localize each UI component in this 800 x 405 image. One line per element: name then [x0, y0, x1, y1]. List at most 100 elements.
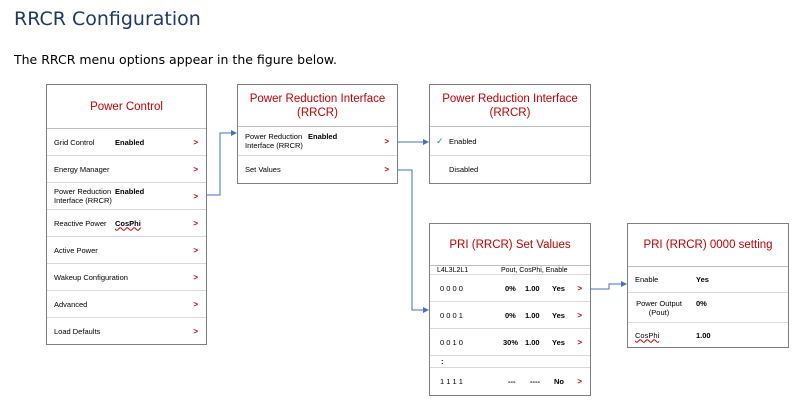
menu-item-power-reduction-interface[interactable]: Power Reduction Interface (RRCR) Enabled… — [47, 183, 206, 210]
bits-value: 1 1 1 1 — [440, 376, 463, 386]
enable-value: No — [554, 376, 564, 386]
menu-item-label: Set Values — [245, 165, 281, 174]
enable-value: Yes — [552, 310, 565, 320]
menu-item-set-values[interactable]: Set Values > — [238, 156, 397, 183]
set-value-row-0010[interactable]: 0 0 1 0 30% 1.00 Yes > — [430, 329, 590, 356]
set-values-header: L4L3L2L1 Pout, CosPhi, Enable — [430, 266, 590, 275]
pout-value: 0% — [505, 283, 516, 293]
menu-item-label: Active Power — [54, 245, 98, 255]
chevron-right-icon[interactable]: > — [384, 136, 389, 146]
chevron-right-icon[interactable]: > — [193, 326, 198, 336]
chevron-right-icon[interactable]: > — [384, 165, 389, 174]
power-control-panel: Power Control Grid Control Enabled > Ene… — [46, 84, 207, 345]
page-title: RRCR Configuration — [14, 8, 201, 30]
power-control-title-text: Power Control — [90, 100, 163, 113]
set-value-row-0001[interactable]: 0 0 0 1 0% 1.00 Yes > — [430, 302, 590, 329]
cosphi-value: 1.00 — [525, 310, 540, 320]
menu-item-value: Enabled — [308, 132, 338, 141]
connector-setvalues-to-table — [398, 169, 429, 313]
option-label: Enabled — [449, 136, 477, 146]
set-values-title-text: PRI (RRCR) Set Values — [449, 238, 571, 251]
pri-menu-panel: Power Reduction Interface (RRCR) Power R… — [237, 84, 398, 184]
pri-menu-title-line2: (RRCR) — [297, 106, 338, 119]
menu-item-pri-rrcr[interactable]: Power Reduction Interface (RRCR) Enabled… — [238, 127, 397, 156]
menu-item-reactive-power[interactable]: Reactive Power CosPhi > — [47, 210, 206, 237]
set-value-row-ellipsis: : — [430, 356, 590, 368]
menu-item-label: Power Reduction Interface (RRCR) — [54, 187, 112, 205]
menu-item-label: Energy Manager — [54, 164, 110, 174]
checkmark-icon: ✓ — [436, 135, 444, 146]
chevron-right-icon[interactable]: > — [193, 272, 198, 282]
option-label: Disabled — [449, 165, 479, 174]
power-control-title: Power Control — [47, 85, 206, 129]
setting-value: Yes — [696, 275, 709, 284]
chevron-right-icon[interactable]: > — [577, 376, 582, 386]
menu-item-label: Wakeup Configuration — [54, 272, 128, 282]
setting-label: Enable — [635, 275, 659, 284]
menu-item-advanced[interactable]: Advanced > — [47, 291, 206, 318]
setting-label: Power Output (Pout) — [636, 298, 682, 317]
setting-value: 0% — [696, 299, 707, 308]
menu-item-value: Enabled — [115, 187, 145, 196]
setting-row-enable[interactable]: Enable Yes — [628, 267, 788, 293]
setting-0000-title-text: PRI (RRCR) 0000 setting — [643, 239, 773, 251]
menu-item-label: Load Defaults — [54, 326, 101, 336]
menu-item-label: Advanced — [54, 299, 88, 309]
bits-value: 0 0 0 0 — [440, 283, 463, 293]
menu-item-grid-control[interactable]: Grid Control Enabled > — [47, 129, 206, 156]
pri-enable-title-line2: (RRCR) — [489, 106, 531, 119]
ellipsis-marker: : — [441, 357, 444, 366]
menu-item-active-power[interactable]: Active Power > — [47, 237, 206, 264]
chevron-right-icon[interactable]: > — [577, 337, 582, 347]
setting-value: 1.00 — [696, 330, 711, 340]
setting-row-power-output[interactable]: Power Output (Pout) 0% — [628, 293, 788, 323]
set-values-panel: PRI (RRCR) Set Values L4L3L2L1 Pout, Cos… — [429, 223, 591, 396]
chevron-right-icon[interactable]: > — [193, 299, 198, 309]
pri-enable-title-line1: Power Reduction Interface — [442, 92, 578, 105]
menu-item-label: Power Reduction Interface (RRCR) — [245, 132, 303, 150]
header-bits: L4L3L2L1 — [437, 266, 469, 274]
option-disabled[interactable]: Disabled — [430, 156, 590, 183]
enable-value: Yes — [552, 283, 565, 293]
pout-value: --- — [508, 376, 516, 386]
menu-item-label: Reactive Power — [54, 218, 107, 228]
set-value-row-0000[interactable]: 0 0 0 0 0% 1.00 Yes > — [430, 275, 590, 302]
chevron-right-icon[interactable]: > — [193, 218, 198, 228]
chevron-right-icon[interactable]: > — [193, 164, 198, 174]
pout-value: 0% — [505, 310, 516, 320]
option-enabled[interactable]: ✓ Enabled — [430, 127, 590, 156]
bits-value: 0 0 1 0 — [440, 337, 463, 347]
chevron-right-icon[interactable]: > — [193, 191, 198, 201]
enable-value: Yes — [552, 337, 565, 347]
chevron-right-icon[interactable]: > — [193, 245, 198, 255]
set-values-title: PRI (RRCR) Set Values — [430, 224, 590, 266]
pri-enable-title: Power Reduction Interface (RRCR) — [430, 85, 590, 127]
setting-0000-title: PRI (RRCR) 0000 setting — [628, 224, 788, 267]
bits-value: 0 0 0 1 — [440, 310, 463, 320]
chevron-right-icon[interactable]: > — [577, 310, 582, 320]
menu-item-value: CosPhi — [115, 218, 141, 228]
menu-item-label: Grid Control — [54, 137, 95, 147]
pri-enable-panel: Power Reduction Interface (RRCR) ✓ Enabl… — [429, 84, 591, 184]
connector-row-to-setting — [591, 281, 627, 290]
cosphi-value: 1.00 — [525, 283, 540, 293]
pout-value: 30% — [503, 337, 519, 347]
connector-pri-to-menu — [207, 130, 237, 196]
chevron-right-icon[interactable]: > — [193, 137, 198, 147]
menu-item-energy-manager[interactable]: Energy Manager > — [47, 156, 206, 183]
setting-0000-panel: PRI (RRCR) 0000 setting Enable Yes Power… — [627, 223, 789, 348]
cosphi-value: 1.00 — [525, 337, 540, 347]
pri-menu-title-line1: Power Reduction Interface — [249, 92, 386, 105]
set-value-row-1111[interactable]: 1 1 1 1 --- ---- No > — [430, 368, 590, 394]
header-columns: Pout, CosPhi, Enable — [501, 266, 568, 274]
menu-item-wakeup-configuration[interactable]: Wakeup Configuration > — [47, 264, 206, 291]
cosphi-value: ---- — [530, 376, 540, 386]
intro-text: The RRCR menu options appear in the figu… — [14, 52, 337, 67]
setting-row-cosphi[interactable]: CosPhi 1.00 — [628, 323, 788, 347]
menu-item-load-defaults[interactable]: Load Defaults > — [47, 318, 206, 344]
chevron-right-icon[interactable]: > — [577, 283, 582, 293]
pri-menu-title: Power Reduction Interface (RRCR) — [238, 85, 397, 127]
menu-item-value: Enabled — [115, 137, 145, 147]
setting-label: CosPhi — [635, 330, 660, 340]
